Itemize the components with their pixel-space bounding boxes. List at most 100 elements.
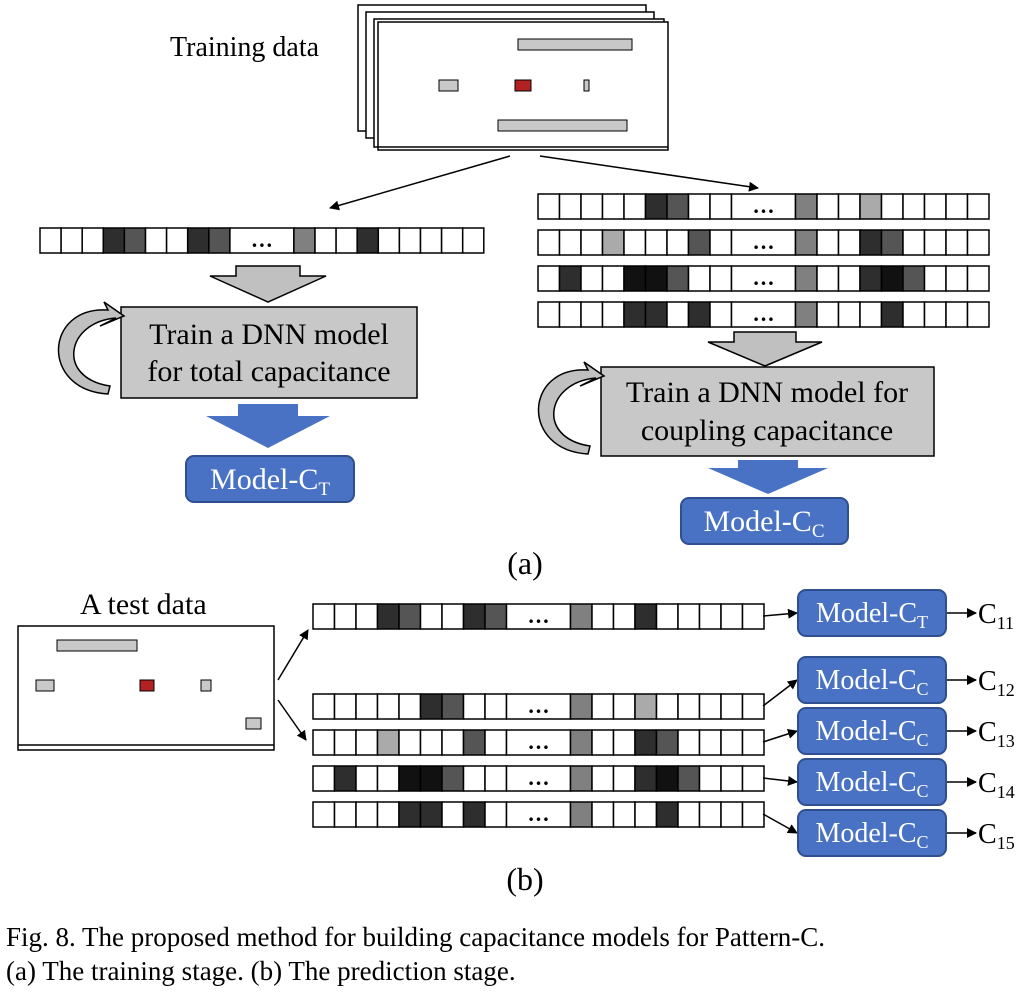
vector-test-row: …: [312, 765, 765, 792]
feature-cell: [398, 693, 422, 720]
model-label: Model-CC: [815, 665, 928, 699]
feature-cell: [537, 229, 561, 256]
feature-cell: [356, 227, 380, 254]
conductor-stripe: [497, 119, 628, 132]
output-label: C14: [978, 768, 1015, 802]
feature-cell: [355, 603, 379, 630]
feature-cell: [558, 265, 582, 292]
conductor-stripe: [56, 639, 138, 652]
feature-cell: [314, 227, 337, 254]
train-total-line2: for total capacitance: [147, 355, 390, 388]
feature-cell: [666, 265, 690, 292]
feature-cell: [462, 765, 486, 792]
gray-arrow-total: [209, 265, 327, 303]
model-label: Model-CC: [815, 716, 928, 750]
feature-cell: [902, 229, 926, 256]
conductor-stripe: [35, 679, 55, 692]
feature-cell: [591, 693, 615, 720]
model-ct-label: Model-CT: [210, 463, 330, 500]
feature-cell: [966, 265, 990, 292]
feature-cell: [333, 765, 357, 792]
feature-cell: [558, 193, 582, 220]
feature-cell: [376, 603, 400, 630]
ellipsis-label: …: [528, 801, 550, 826]
model-box: [797, 656, 947, 704]
feature-cell: [612, 693, 636, 720]
feature-cell: [623, 301, 647, 328]
feature-cell: [816, 265, 840, 292]
feature-cell: [484, 801, 508, 828]
feature-cell: [945, 193, 969, 220]
ellipsis-cell: [505, 801, 572, 828]
feature-cell: [312, 765, 336, 792]
feature-cell: [623, 193, 647, 220]
feature-cell: [569, 603, 593, 630]
feature-cell: [902, 193, 926, 220]
arrow-to-coupling-vectors: [539, 155, 759, 192]
feature-cell: [293, 227, 316, 254]
arrow-to-total-vector: [329, 155, 511, 211]
feature-cell: [102, 227, 126, 254]
train-total-line1: Train a DNN model: [149, 318, 389, 351]
feature-cell: [612, 729, 636, 756]
feature-cell: [966, 229, 990, 256]
feature-cell: [601, 229, 625, 256]
feature-cell: [741, 603, 765, 630]
model-label: Model-CC: [815, 767, 928, 801]
ellipsis-label: …: [528, 693, 550, 718]
feature-cell: [441, 729, 465, 756]
feature-cell: [165, 227, 189, 254]
feature-cell: [720, 693, 744, 720]
prediction-row: … Model-CC C14: [312, 758, 1015, 806]
ellipsis-cell: [505, 729, 572, 756]
feature-cell: [312, 729, 336, 756]
feature-cell: [902, 301, 926, 328]
feature-cell: [441, 801, 465, 828]
train-coupling-line2: coupling capacitance: [641, 414, 893, 447]
feature-cell: [377, 227, 401, 254]
feature-cell: [312, 693, 336, 720]
feature-cell: [880, 301, 904, 328]
ellipsis-label: …: [251, 227, 273, 252]
conductor-stripe: [583, 79, 590, 92]
train-total-box: [120, 306, 418, 399]
test-data-title: A test data: [80, 588, 207, 621]
train-coupling-line1: Train a DNN model for: [626, 376, 908, 409]
feature-cell: [355, 765, 379, 792]
feature-cell: [720, 729, 744, 756]
ellipsis-cell: [505, 693, 572, 720]
feature-cell: [837, 193, 861, 220]
feature-cell: [634, 801, 658, 828]
feature-cell: [333, 603, 357, 630]
feature-cell: [720, 603, 744, 630]
feature-cell: [666, 229, 690, 256]
feature-cell: [601, 265, 625, 292]
feature-cell: [144, 227, 168, 254]
loop-arrow-icon: [537, 361, 606, 455]
feature-cell: [580, 193, 604, 220]
model-box: [797, 809, 947, 857]
feature-cell: [677, 729, 701, 756]
feature-cell: [644, 301, 668, 328]
feature-cell: [709, 301, 733, 328]
feature-cell: [880, 193, 904, 220]
feature-cell: [709, 265, 733, 292]
feature-cell: [945, 265, 969, 292]
ellipsis-label: …: [528, 729, 550, 754]
arrow-to-coupling-rows: [277, 699, 307, 741]
feature-cell: [859, 265, 883, 292]
feature-cell: [580, 265, 604, 292]
feature-cell: [312, 801, 336, 828]
feature-cell: [569, 693, 593, 720]
vector-test-row: …: [312, 693, 765, 720]
training-data-title: Training data: [170, 32, 320, 63]
feature-cell: [741, 693, 765, 720]
feature-cell: [687, 193, 711, 220]
feature-cell: [569, 765, 593, 792]
feature-cell: [484, 765, 508, 792]
method-diagram: Training data … … … … … Train a DNN model f…: [17, 4, 1015, 897]
feature-cell: [591, 765, 615, 792]
feature-cell: [698, 801, 722, 828]
